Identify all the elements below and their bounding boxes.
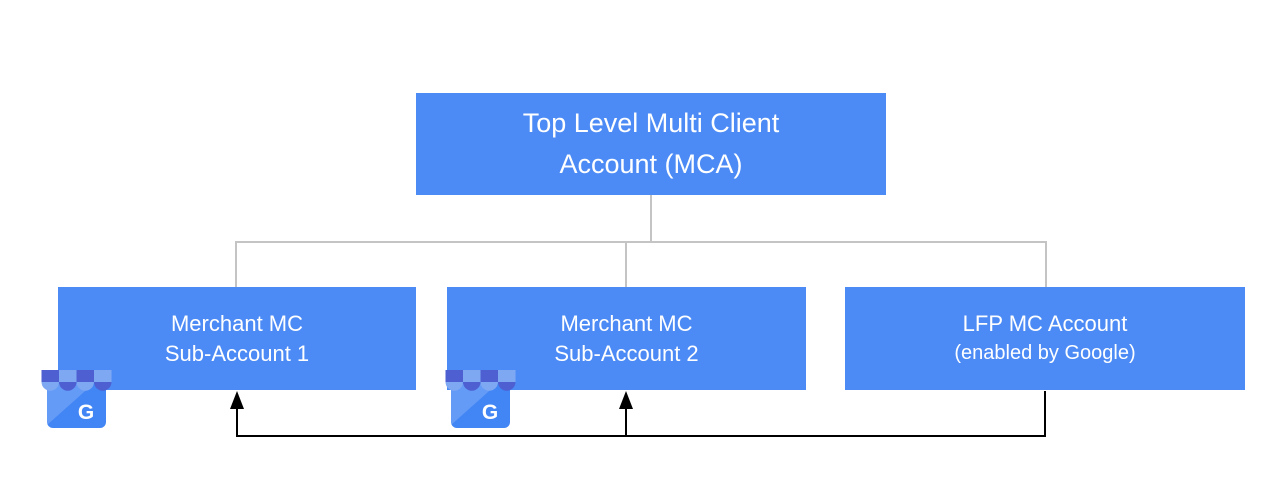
business-storefront-icon: G (445, 370, 516, 428)
node-label-line: Account (MCA) (559, 149, 743, 179)
node-label-line: LFP MC Account (962, 311, 1128, 336)
node-label-line: Sub-Account 1 (164, 340, 310, 366)
node-label-line: Sub-Account 2 (554, 340, 699, 366)
node-label-line: (enabled by Google) (954, 342, 1136, 364)
node-lfp-mc-account: LFP MC Account (enabled by Google) (845, 287, 1245, 390)
node-merchant-mc-sub-account-1: Merchant MC Sub-Account 1 (58, 287, 416, 390)
node-label-line: Merchant MC (560, 310, 693, 336)
tree-connector-lines (235, 195, 1047, 287)
node-label-line: Top Level Multi Client (522, 108, 780, 138)
arrowhead-icon (230, 391, 244, 409)
node-label-line: Merchant MC (170, 310, 304, 336)
arrowhead-icon (619, 391, 633, 409)
google-g-letter: G (78, 401, 94, 424)
google-g-letter: G (482, 401, 498, 424)
node-top-level-mca: Top Level Multi Client Account (MCA) (416, 93, 886, 195)
business-storefront-icon: G (41, 370, 112, 428)
flow-arrow-lines (236, 391, 1046, 437)
